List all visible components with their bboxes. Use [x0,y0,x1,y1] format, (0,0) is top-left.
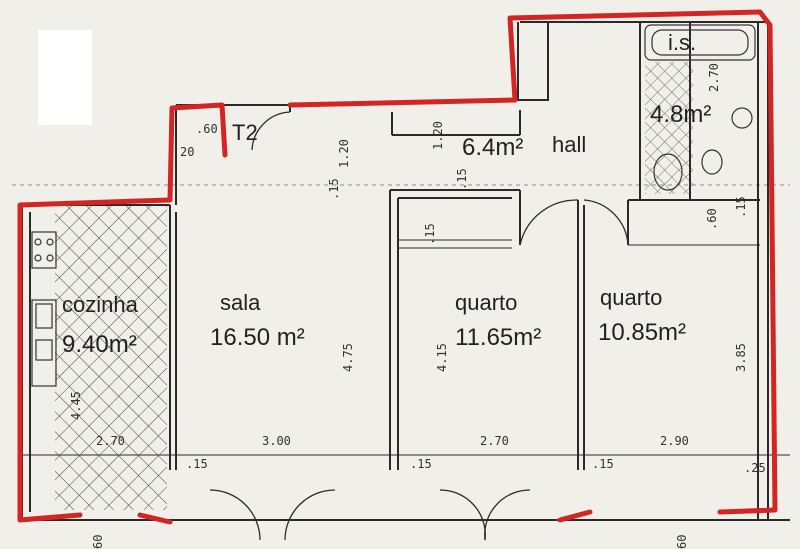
dimension-width-quarto-1: 2.70 [480,434,509,448]
room-area-quarto-2: 10.85m² [598,319,686,346]
apartment-outline [17,9,778,525]
dimension-height-is: 2.70 [707,63,721,92]
room-name-quarto-2: quarto [600,285,662,310]
room-name-hall: hall [552,132,586,157]
room-name-is: i.s. [668,30,696,55]
wall-mark: .15 [423,223,437,245]
dimension-height-sala: 4.75 [341,343,355,372]
room-name-quarto-1: quarto [455,290,517,315]
dimension-width-sala: 3.00 [262,434,291,448]
wall-mark: .60 [705,208,719,230]
room-name-cozinha: cozinha [62,292,139,317]
dimension-height-quarto-2: 3.85 [734,343,748,372]
room-area-hall: 6.4m² [462,134,523,161]
room-area-sala: 16.50 m² [210,324,305,351]
wall-mark: .15 [410,457,432,471]
bottom-edge-mark: 60 [91,535,105,549]
wall-mark: .15 [734,196,748,218]
room-name-sala: sala [220,290,261,315]
dimension-height-kitchen: 4.45 [69,391,83,420]
dimension-top-small: .60 [196,122,218,136]
wall-mark: .15 [186,457,208,471]
blank-patch [38,30,92,125]
wall-mark: .25 [744,461,766,475]
bathtub-icon [644,24,756,61]
dimension-height-hall: 1.20 [337,139,351,168]
door-swings [209,111,629,541]
room-area-quarto-1: 11.65m² [455,324,541,351]
dimension-height-quarto-1: 4.15 [435,343,449,372]
apartment-type-label: T2 [232,120,258,145]
bottom-edge-mark: 60 [675,535,689,549]
room-area-is: 4.8m² [650,101,711,128]
wall-mark: .15 [327,178,341,200]
wall-mark: .15 [455,168,469,190]
dimension-width-kitchen: 2.70 [96,434,125,448]
dimension-height-hall-2: 1.20 [431,121,445,150]
room-area-cozinha: 9.40m² [62,331,137,358]
sink-icon [31,299,57,387]
stove-icon [31,231,57,269]
toilet-icon [653,107,753,191]
dimension-width-quarto-2: 2.90 [660,434,689,448]
dimension-left-small: 20 [180,145,194,159]
kitchen-floor-pattern [55,205,167,510]
bathroom-floor-pattern [645,62,693,194]
wall-mark: .15 [592,457,614,471]
